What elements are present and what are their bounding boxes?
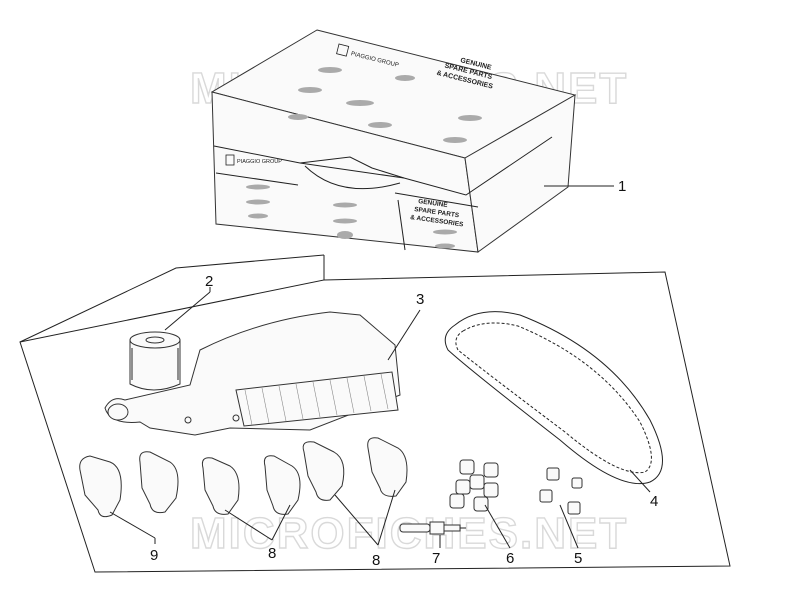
- sliding-clips: [539, 467, 583, 515]
- piaggio-logo-top: [336, 43, 350, 57]
- variator-rollers: [449, 459, 499, 512]
- brake-pads-set-8b: [302, 437, 408, 501]
- brand-logos-front: [246, 184, 457, 249]
- callout-3: 3: [416, 291, 424, 308]
- box-brand-front: PIAGGIO GROUP: [237, 159, 282, 165]
- watermark-bottom: MICROFICHES.NET: [190, 509, 628, 558]
- air-filter: [104, 311, 401, 436]
- callout-1: 1: [618, 178, 626, 195]
- callout-8-left: 8: [268, 545, 276, 562]
- spark-plug: [399, 521, 466, 535]
- callout-2: 2: [205, 273, 213, 290]
- callout-7: 7: [432, 550, 440, 567]
- service-kit-box: PIAGGIO GROUP GENUINE SPARE PARTS & ACCE…: [210, 29, 577, 253]
- brake-pads-set-8a: [201, 455, 301, 515]
- callout-6: 6: [506, 550, 514, 567]
- piaggio-logo-front: [225, 154, 235, 166]
- callout-8-right: 8: [372, 552, 380, 569]
- brand-logos-top: [288, 67, 482, 143]
- callout-9: 9: [150, 547, 158, 564]
- callout-5: 5: [574, 550, 582, 567]
- brake-pads-set-9: [79, 451, 179, 518]
- drive-belt: [444, 311, 663, 485]
- kit-contents-outline: [19, 255, 731, 573]
- oil-filter: [129, 331, 181, 391]
- callout-4: 4: [650, 493, 658, 510]
- box-title-front-line1: GENUINE: [418, 198, 449, 209]
